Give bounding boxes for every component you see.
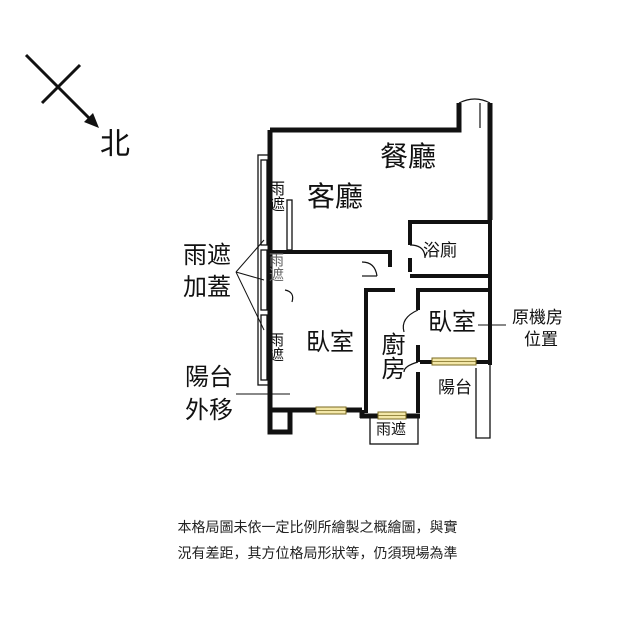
room-label-living: 客廳 — [307, 180, 364, 213]
thin-outlines — [257, 154, 491, 445]
room-label-dining: 餐廳 — [380, 140, 437, 173]
annotation-rain-cover-added-line2: 加蓋 — [183, 273, 231, 301]
room-label-balcony: 陽台 — [438, 378, 472, 398]
annotation-rain-cover-added-line1: 雨遮 — [183, 241, 231, 269]
door-swings — [284, 98, 491, 373]
rain-cover-label-upper: 雨遮 — [266, 180, 285, 212]
footer-note-line2: 況有差距，其方位格局形狀等，仍須現場為準 — [177, 546, 458, 562]
annotation-machine-room-line2: 位置 — [524, 330, 558, 350]
rain-cover-label-lower: 雨遮 — [267, 332, 285, 362]
footer-note-line1: 本格局圖未依一定比例所繪製之概繪圖，與實 — [177, 520, 458, 536]
annotation-machine-room-line1: 原機房 — [512, 308, 563, 328]
north-label: 北 — [100, 127, 130, 162]
annotation-balcony-moved-line2: 外移 — [185, 396, 233, 424]
room-label-bedroom-left: 臥室 — [306, 328, 354, 356]
room-label-bedroom-right: 臥室 — [428, 308, 476, 336]
rain-cover-label-middle: 雨遮 — [267, 252, 285, 282]
windows — [315, 357, 477, 420]
leader-lines — [235, 239, 506, 395]
room-label-bath: 浴廁 — [423, 241, 457, 261]
room-label-kitchen: 廚房 — [377, 332, 405, 380]
rain-cover-label-bottom: 雨遮 — [376, 420, 407, 438]
annotation-balcony-moved-line1: 陽台 — [185, 363, 233, 391]
north-arrow-icon — [24, 53, 99, 128]
